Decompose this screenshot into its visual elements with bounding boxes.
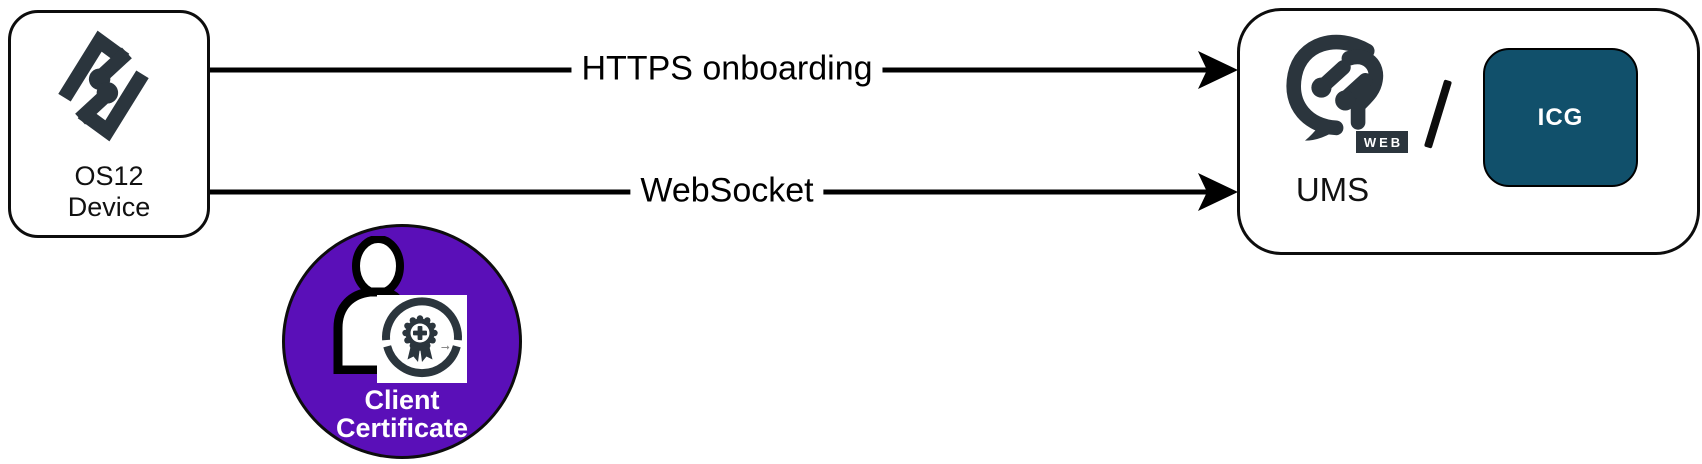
certificate-label: Client Certificate bbox=[282, 386, 522, 442]
cursor-artifact: ⭢ bbox=[441, 341, 450, 353]
device-node-label: OS12 Device bbox=[11, 161, 207, 223]
slash-separator-icon bbox=[1423, 79, 1453, 149]
certificate-label-line1: Client bbox=[364, 385, 440, 415]
device-label-line2: Device bbox=[67, 192, 151, 222]
websocket-label: WebSocket bbox=[630, 171, 824, 210]
https-onboarding-label: HTTPS onboarding bbox=[571, 49, 883, 88]
certificate-label-line2: Certificate bbox=[335, 413, 469, 443]
os12-device-node: OS12 Device bbox=[8, 10, 210, 238]
web-badge: WEB bbox=[1356, 131, 1408, 153]
certificate-seal-icon bbox=[382, 297, 462, 377]
igel-ums-web-logo-icon bbox=[1286, 34, 1384, 141]
ums-node-label: UMS bbox=[1295, 171, 1370, 208]
icg-label: ICG bbox=[1537, 103, 1584, 131]
ums-node: WEB ICG UMS bbox=[1237, 8, 1700, 255]
igel-os-logo-icon bbox=[58, 30, 149, 142]
device-label-line1: OS12 bbox=[74, 161, 144, 191]
certificate-sheet: ⭢ bbox=[377, 295, 467, 383]
icg-node: ICG bbox=[1483, 48, 1638, 187]
